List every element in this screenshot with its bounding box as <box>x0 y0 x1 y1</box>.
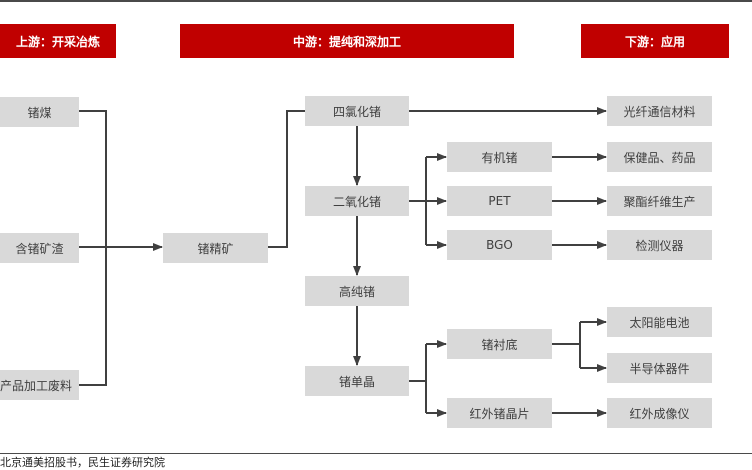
node-ge-substrate: 锗衬底 <box>447 329 552 359</box>
node-pet: PET <box>447 186 552 216</box>
source-note: 北京通美招股书，民生证券研究院 <box>0 456 165 469</box>
bottom-border <box>0 453 752 454</box>
node-ir-ge-wafer: 红外锗晶片 <box>447 398 552 428</box>
top-border <box>0 0 752 2</box>
node-detection-instruments: 检测仪器 <box>607 230 712 260</box>
node-fiber-optic: 光纤通信材料 <box>607 96 712 126</box>
header-downstream: 下游：应用 <box>581 24 729 58</box>
node-organic-ge: 有机锗 <box>447 142 552 172</box>
node-solar-cell: 太阳能电池 <box>607 307 712 337</box>
node-polyester-fiber: 聚酯纤维生产 <box>607 186 712 216</box>
node-germanium-coal: 锗煤 <box>0 97 79 127</box>
node-germanium-slag: 含锗矿渣 <box>0 233 79 263</box>
header-midstream: 中游：提纯和深加工 <box>180 24 514 58</box>
node-semiconductor-device: 半导体器件 <box>607 353 712 383</box>
node-gecl4: 四氯化锗 <box>305 96 409 126</box>
node-high-purity-ge: 高纯锗 <box>305 276 409 306</box>
header-upstream: 上游：开采冶炼 <box>0 24 116 58</box>
node-ir-imager: 红外成像仪 <box>607 398 712 428</box>
node-ge-single-crystal: 锗单晶 <box>305 366 409 396</box>
node-germanium-concentrate: 锗精矿 <box>163 233 268 263</box>
node-bgo: BGO <box>447 230 552 260</box>
line-concentrate-to-gecl4 <box>268 110 305 248</box>
node-processing-waste: 产品加工废料 <box>0 370 79 400</box>
node-health-medicine: 保健品、药品 <box>607 142 712 172</box>
node-geo2: 二氧化锗 <box>305 186 409 216</box>
